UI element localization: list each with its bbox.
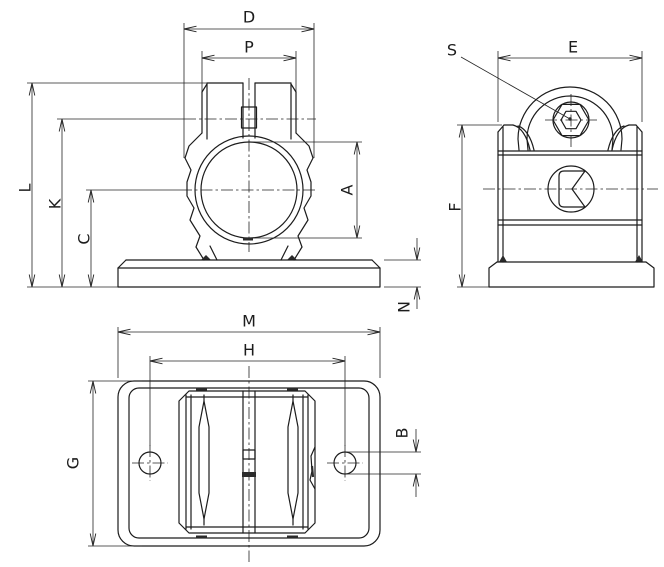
dim-label-k: K xyxy=(46,198,65,209)
dim-label-m: M xyxy=(242,312,256,331)
dim-label-l: L xyxy=(16,183,35,192)
clamp-slot xyxy=(242,390,256,534)
side-body xyxy=(497,124,643,263)
dim-label-a: A xyxy=(338,184,357,195)
leader-dot xyxy=(568,117,572,121)
plate-inner-edge xyxy=(128,387,370,539)
dimension-g: G xyxy=(64,380,142,547)
brand-logo xyxy=(547,165,595,213)
dimension-p: P xyxy=(201,38,297,92)
clamp-band-inner-edge xyxy=(194,135,304,245)
dimension-f: F xyxy=(446,124,502,288)
screw-dark-band xyxy=(242,472,256,477)
front-view: D P L K C A xyxy=(16,8,421,313)
dim-label-d: D xyxy=(243,8,255,27)
leg-fillet-right xyxy=(287,255,297,260)
clamp-band-outer-left xyxy=(184,132,203,248)
clamp-block xyxy=(178,387,316,539)
dim-label-n: N xyxy=(395,301,414,313)
side-flange xyxy=(488,255,655,288)
dim-label-c: C xyxy=(75,233,94,244)
screw-through-slot xyxy=(242,449,256,460)
dimension-s: S xyxy=(447,41,572,121)
mounting-hole-right xyxy=(327,445,363,481)
dimension-k: K xyxy=(46,118,184,288)
clamp-screw-tab xyxy=(240,106,258,129)
screw-dome xyxy=(512,86,630,151)
dim-label-e: E xyxy=(568,38,578,57)
dim-label-h: H xyxy=(243,341,255,360)
dim-label-f: F xyxy=(446,202,465,211)
dimension-h: H xyxy=(149,341,346,446)
flange-fillet-right xyxy=(635,255,643,262)
clamp-band-outer-right xyxy=(295,132,314,248)
jaw-rib-left xyxy=(198,394,210,526)
dim-label-b: B xyxy=(393,428,412,439)
mounting-hole-left xyxy=(132,445,168,481)
dimension-e: E xyxy=(497,38,643,122)
leg-fillet-left xyxy=(201,255,211,260)
plate-outline xyxy=(117,380,381,547)
bottom-view: M H G B xyxy=(64,312,421,562)
dim-label-p: P xyxy=(244,38,254,57)
dimension-n: N xyxy=(384,238,421,313)
dim-label-s: S xyxy=(447,41,457,60)
dimension-m: M xyxy=(117,312,381,378)
support-legs xyxy=(195,245,303,261)
rk-logo-mark xyxy=(558,170,586,208)
dimension-c: C xyxy=(75,189,180,288)
dimension-a: A xyxy=(252,141,362,239)
clamp-jaws xyxy=(201,82,297,140)
dimension-l: L xyxy=(16,82,207,288)
base-plate-front xyxy=(117,259,381,288)
dimension-b: B xyxy=(345,428,421,497)
flange-fillet-left xyxy=(499,255,507,262)
jaw-rib-right xyxy=(287,394,299,526)
dimension-d: D xyxy=(183,8,315,158)
side-view: S E F xyxy=(446,38,658,288)
dim-label-g: G xyxy=(64,457,83,469)
